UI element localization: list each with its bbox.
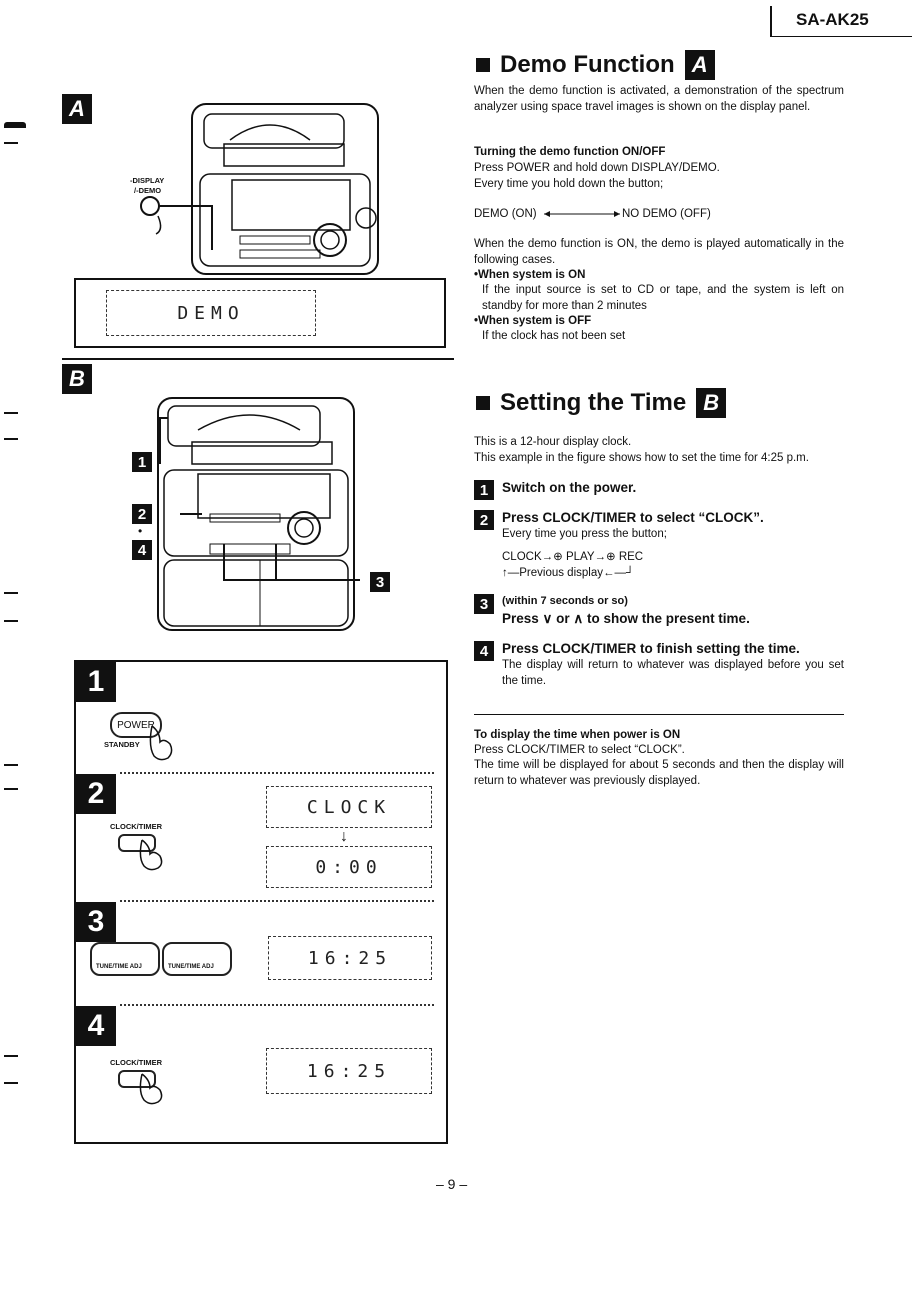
time-step-3: 3 (within 7 seconds or so) (474, 594, 628, 614)
margin-mark (4, 620, 18, 622)
time-step-1-number: 1 (474, 480, 494, 500)
lcd-clock: CLOCK (266, 786, 432, 828)
standby-label: STANDBY (104, 740, 140, 749)
lcd-zero-time: 0:00 (266, 846, 432, 888)
return-arrow-icon: ←—┘ (602, 567, 635, 579)
callout-dot: • (138, 524, 143, 538)
margin-mark (4, 412, 18, 414)
demo-case1-text: If the input source is set to CD or tape… (482, 284, 844, 312)
figure-divider (62, 358, 454, 360)
demo-badge: A (684, 50, 715, 80)
time-heading: Setting the Time B (476, 388, 727, 418)
stereo-unit-illustration-a (140, 103, 379, 275)
tune-up-label: TUNE/TIME ADJ (168, 964, 214, 970)
margin-mark (4, 788, 18, 790)
panel-step-2-number: 2 (76, 774, 116, 814)
heading-bullet (476, 396, 490, 410)
callout-step-1: 1 (132, 452, 152, 472)
margin-mark (4, 1082, 18, 1084)
demo-case2-heading: •When system is OFF (474, 315, 592, 327)
time-cycle-back-label: Previous display (519, 567, 603, 579)
clock-timer-label: CLOCK/TIMER (110, 1058, 163, 1067)
panel-step-3-number: 3 (76, 902, 116, 942)
demo-button-label: /-DEMO (134, 186, 162, 195)
power-button[interactable]: POWER (110, 712, 162, 738)
time-intro2: This example in the figure shows how to … (474, 452, 809, 464)
tune-down-button[interactable]: TUNE/TIME ADJ (90, 942, 160, 976)
time-title: Setting the Time (500, 389, 687, 416)
time-step-2-title: Press CLOCK/TIMER to select “CLOCK”. (502, 510, 764, 525)
margin-mark (4, 438, 18, 440)
model-header: SA-AK25 (770, 6, 912, 37)
down-arrow-icon: ↓ (340, 828, 348, 845)
clock-timer-label: CLOCK/TIMER (110, 822, 163, 831)
time-step-2-sub: Every time you press the button; (502, 528, 667, 540)
lcd-set-time: 16:25 (268, 936, 432, 980)
page-number: – 9 – (436, 1176, 468, 1192)
display-button-label: -DISPLAY (130, 176, 165, 185)
demo-heading: Demo Function A (476, 50, 715, 80)
note-line1: Press CLOCK/TIMER to select “CLOCK”. (474, 744, 685, 756)
time-step-4-title: Press CLOCK/TIMER to finish setting the … (502, 641, 800, 656)
callout-step-2: 2 (132, 504, 152, 524)
demo-case1-heading: •When system is ON (474, 269, 586, 281)
panel-step-4-number: 4 (76, 1006, 116, 1046)
callout-step-4: 4 (132, 540, 152, 560)
bidirectional-arrow-icon (544, 211, 620, 217)
step-separator (120, 772, 434, 774)
figure-b-badge: B (62, 364, 92, 394)
margin-mark (4, 764, 18, 766)
margin-mark (4, 592, 18, 594)
time-badge: B (696, 388, 727, 418)
time-step-4-number: 4 (474, 641, 494, 661)
note-heading: To display the time when power is ON (474, 729, 681, 741)
lcd-final-time: 16:25 (266, 1048, 432, 1094)
demo-off-label: NO DEMO (OFF) (622, 208, 711, 220)
margin-mark (4, 122, 26, 128)
time-step-2-number: 2 (474, 510, 494, 530)
demo-display-panel: DEMO (74, 278, 446, 348)
tune-up-button[interactable]: TUNE/TIME ADJ (162, 942, 232, 976)
margin-mark (4, 142, 18, 144)
tune-down-label: TUNE/TIME ADJ (96, 964, 142, 970)
demo-on-label: DEMO (ON) (474, 208, 537, 220)
stereo-unit-illustration-b (157, 397, 360, 631)
demo-case2-text: If the clock has not been set (482, 330, 626, 342)
time-cycle-line: CLOCK→⊕ PLAY→⊕ REC (502, 551, 644, 563)
time-step-1-title: Switch on the power. (502, 480, 637, 495)
demo-toggle-heading: Turning the demo function ON/OFF (474, 146, 666, 158)
demo-toggle-line1: Press POWER and hold down DISPLAY/DEMO. (474, 162, 720, 174)
time-intro1: This is a 12-hour display clock. (474, 436, 632, 448)
model-number: SA-AK25 (796, 10, 869, 29)
step-separator (120, 1004, 434, 1006)
demo-lcd: DEMO (106, 290, 316, 336)
pointing-hand-icon (139, 839, 163, 871)
panel-step-1-number: 1 (76, 662, 116, 702)
note-divider (474, 714, 844, 715)
time-step-3-title: Press ∨ or ∧ to show the present time. (502, 611, 750, 626)
steps-panel: 1 POWER STANDBY 2 CLOCK/TIMER CLOCK ↓ 0:… (74, 660, 448, 1144)
pointing-hand-icon (139, 1073, 163, 1105)
return-arrow-icon: ↑— (502, 567, 520, 579)
clock-timer-button[interactable] (118, 1070, 156, 1088)
time-step-3-number: 3 (474, 594, 494, 614)
clock-timer-button[interactable] (118, 834, 156, 852)
demo-auto-text: When the demo function is ON, the demo i… (474, 238, 844, 266)
margin-mark (4, 1055, 18, 1057)
time-step-2: 2 Press CLOCK/TIMER to select “CLOCK”. (474, 510, 764, 530)
callout-step-3: 3 (370, 572, 390, 592)
pointing-hand-icon (149, 725, 173, 761)
demo-title: Demo Function (500, 51, 675, 78)
figure-a-badge: A (62, 94, 92, 124)
time-step-4: 4 Press CLOCK/TIMER to finish setting th… (474, 641, 800, 661)
demo-toggle-line2: Every time you hold down the button; (474, 178, 664, 190)
time-step-1: 1 Switch on the power. (474, 480, 636, 500)
time-step-4-sub: The display will return to whatever was … (502, 659, 844, 687)
time-cycle-back: ↑—Previous display←—┘ (502, 566, 634, 582)
step-separator (120, 900, 434, 902)
demo-intro: When the demo function is activated, a d… (474, 85, 844, 113)
heading-bullet (476, 58, 490, 72)
time-step-3-pre: (within 7 seconds or so) (502, 595, 628, 607)
note-line2: The time will be displayed for about 5 s… (474, 759, 844, 787)
